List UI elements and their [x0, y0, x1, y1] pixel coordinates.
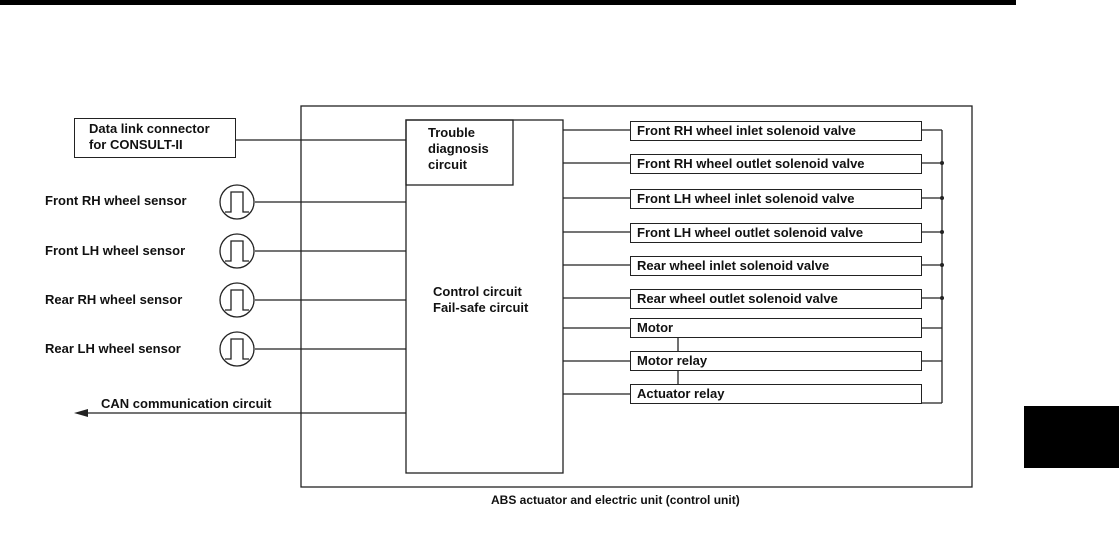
sensor-label-front-rh: Front RH wheel sensor: [45, 193, 187, 208]
output-label: Rear wheel outlet solenoid valve: [637, 291, 838, 306]
section-tab-marker: [1024, 406, 1119, 468]
output-label: Front RH wheel outlet solenoid valve: [637, 156, 865, 171]
sensor-label-rear-lh: Rear LH wheel sensor: [45, 341, 181, 356]
can-label: CAN communication circuit: [101, 396, 272, 411]
can-arrow-icon: [74, 409, 88, 417]
output-box-actuator-relay: Actuator relay: [630, 384, 922, 404]
output-box-front-lh-inlet: Front LH wheel inlet solenoid valve: [630, 189, 922, 209]
output-box-front-rh-outlet: Front RH wheel outlet solenoid valve: [630, 154, 922, 174]
output-box-front-lh-outlet: Front LH wheel outlet solenoid valve: [630, 223, 922, 243]
output-label: Front LH wheel outlet solenoid valve: [637, 225, 864, 240]
output-box-front-rh-inlet: Front RH wheel inlet solenoid valve: [630, 121, 922, 141]
control-unit-caption: ABS actuator and electric unit (control …: [491, 493, 740, 507]
output-box-motor: Motor: [630, 318, 922, 338]
page-header-rule: [0, 0, 1016, 5]
sensor-label-front-lh: Front LH wheel sensor: [45, 243, 186, 258]
output-label: Front LH wheel inlet solenoid valve: [637, 191, 855, 206]
output-box-motor-relay: Motor relay: [630, 351, 922, 371]
data-link-connector-label: Data link connector for CONSULT-II: [89, 121, 210, 152]
output-label: Actuator relay: [637, 386, 725, 401]
output-label: Motor relay: [637, 353, 708, 368]
control-circuit-label: Control circuit Fail-safe circuit: [433, 284, 529, 315]
trouble-diagnosis-label: Trouble diagnosis circuit: [428, 125, 489, 172]
sensor-label-rear-rh: Rear RH wheel sensor: [45, 292, 183, 307]
output-label: Rear wheel inlet solenoid valve: [637, 258, 830, 273]
control-unit-outline: [300, 105, 973, 488]
output-box-rear-outlet: Rear wheel outlet solenoid valve: [630, 289, 922, 309]
output-label: Motor: [637, 320, 674, 335]
output-box-rear-inlet: Rear wheel inlet solenoid valve: [630, 256, 922, 276]
data-link-connector-box: Data link connector for CONSULT-II: [74, 118, 236, 158]
trouble-diagnosis-block: [405, 119, 514, 186]
output-label: Front RH wheel inlet solenoid valve: [637, 123, 856, 138]
